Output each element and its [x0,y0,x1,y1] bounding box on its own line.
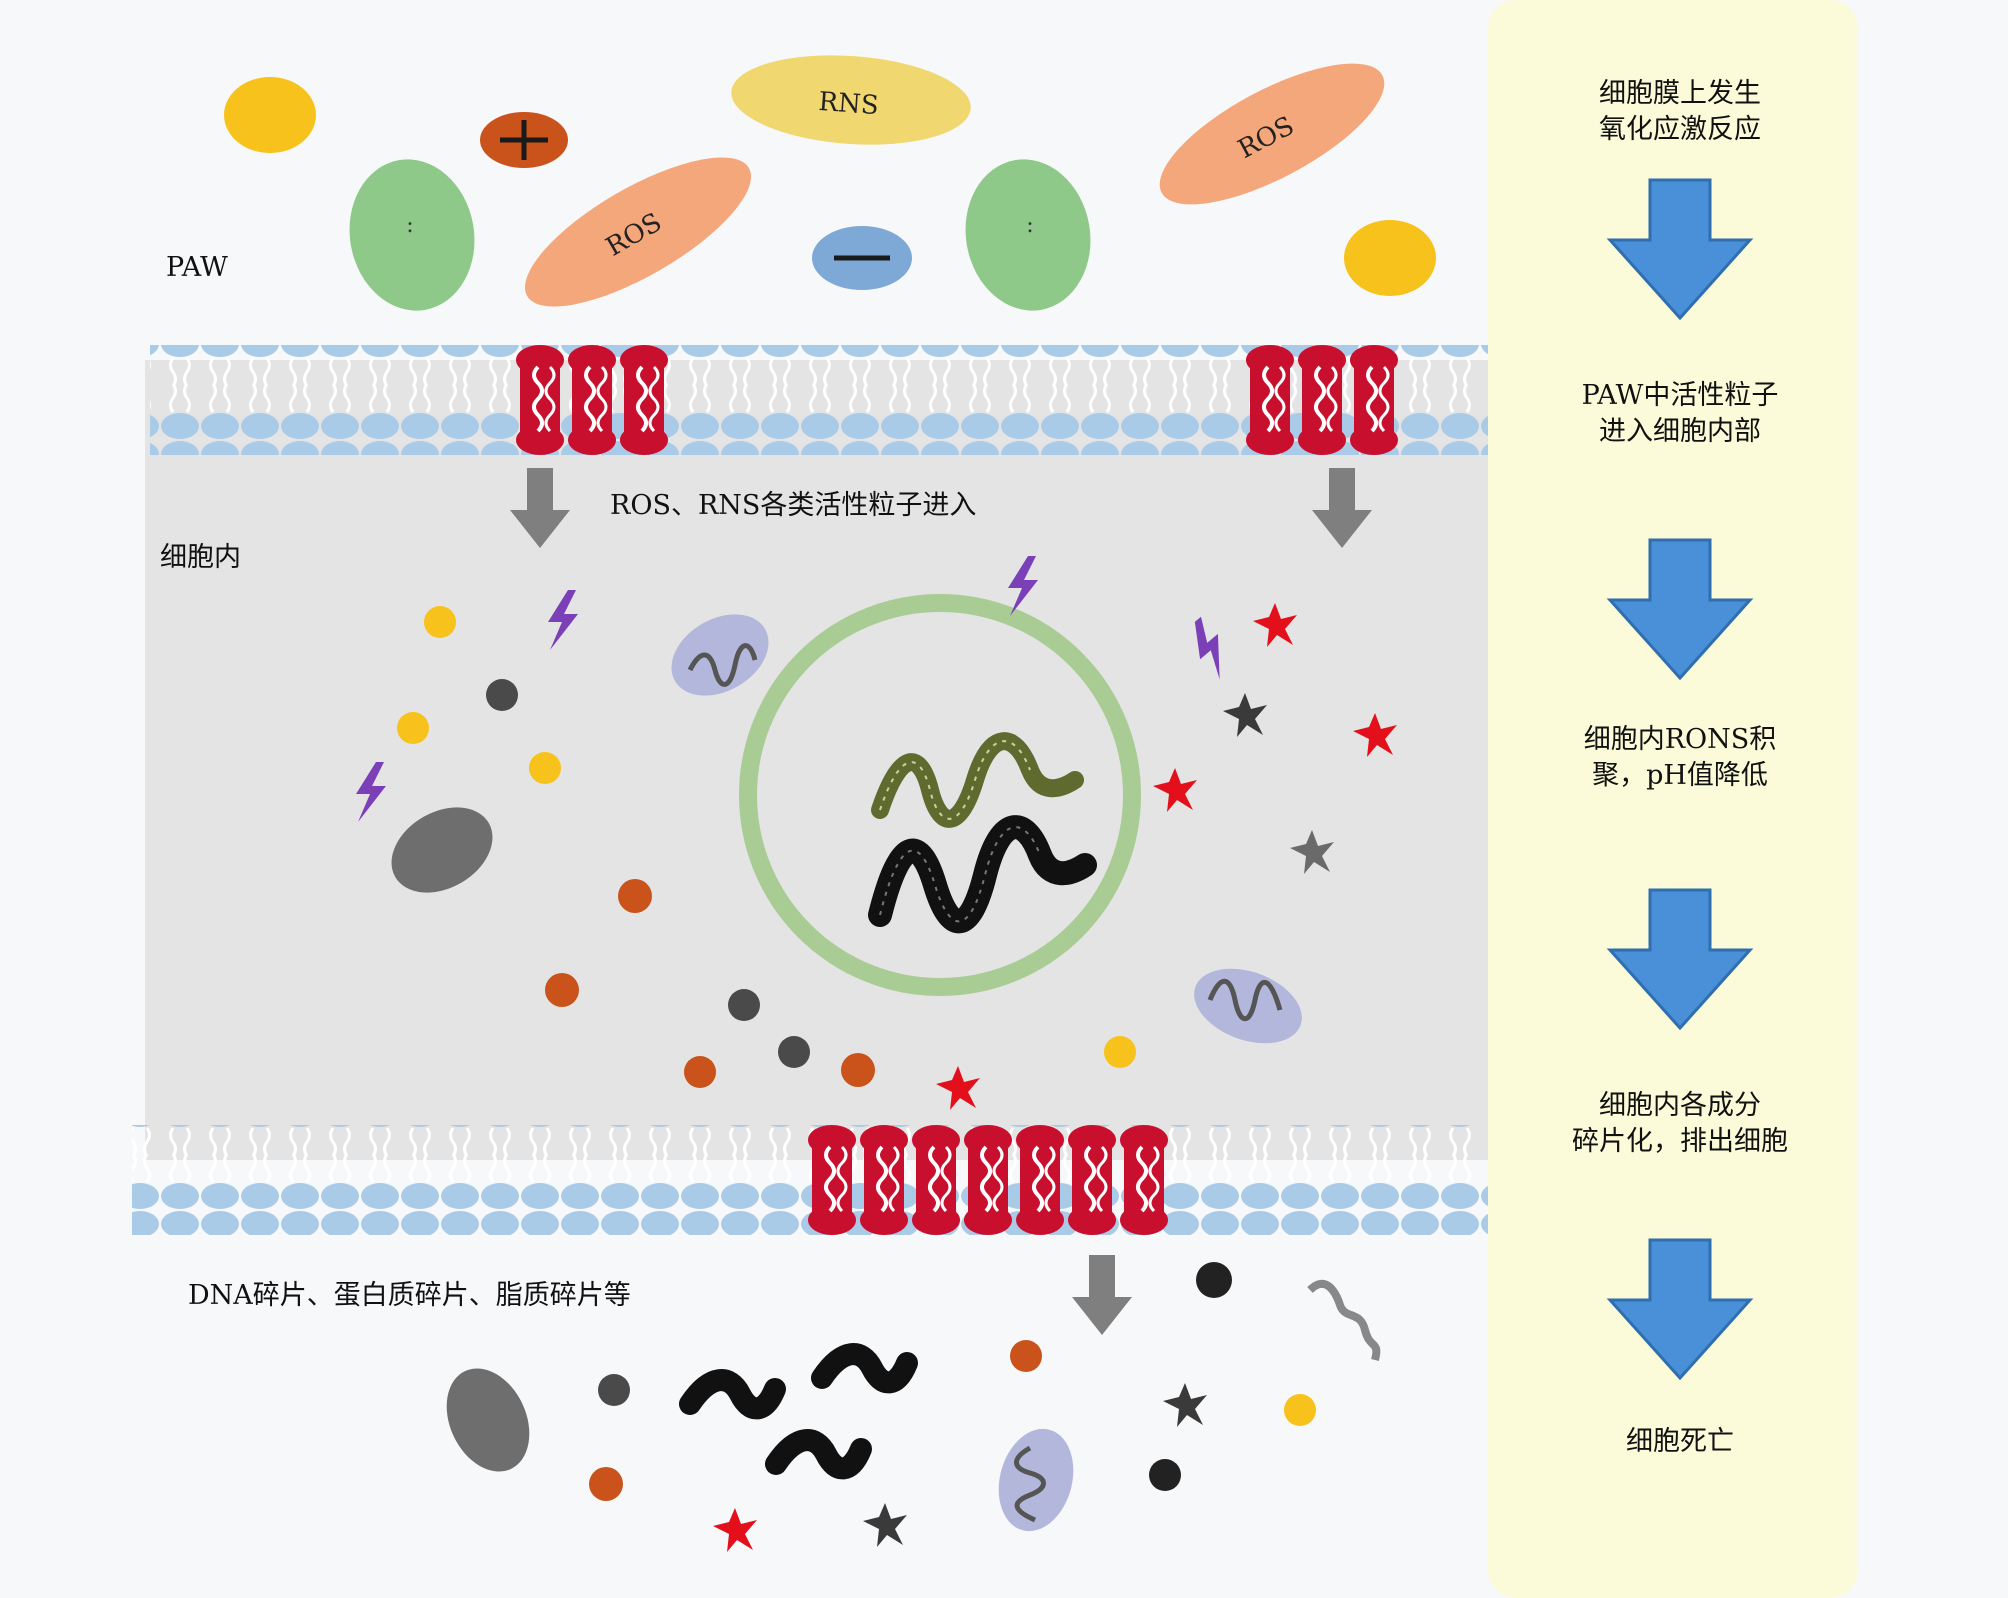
process-step-2: PAW中活性粒子 进入细胞内部 [1581,380,1779,447]
damaged-protein-icon [713,1508,757,1552]
dna-fragment [765,1429,872,1480]
process-sidebar [1488,0,1858,1598]
exit-arrow-icon [1072,1255,1132,1335]
protein-icon [1163,1383,1207,1427]
positive-ion-icon [480,112,568,168]
rns-particle [731,55,971,145]
organelle [446,1368,530,1472]
lower-cell-membrane [132,1123,1488,1237]
radical-particle [349,159,475,311]
svg-text::: : [406,213,413,238]
membrane-channel [1244,343,1400,457]
fragments-caption: DNA碎片、蛋白质碎片、脂质碎片等 [188,1280,631,1311]
intracellular-particles [356,556,1397,1110]
mitochondria [1194,968,1302,1044]
entry-caption: ROS、RNS各类活性粒子进入 [610,490,977,521]
mitochondria [671,614,769,696]
cell-debris [446,1262,1381,1552]
dna-fragment [679,1369,786,1420]
rns-label: RNS [818,87,880,121]
process-step-1: 细胞膜上发生 氧化应激反应 [1599,78,1761,145]
lipid-fragment [1307,1279,1381,1361]
negative-ion-icon [812,226,912,290]
svg-text::: : [1026,213,1033,238]
process-step-3: 细胞内RONS积 聚，pH值降低 [1583,724,1777,791]
process-step-5: 细胞死亡 [1626,1426,1734,1457]
paw-label: PAW [166,252,228,283]
protein-icon [863,1503,907,1547]
mitochondria [998,1428,1074,1532]
ros-particle [1159,63,1385,205]
cell-interior [145,360,1488,1160]
membrane-channel [514,343,670,457]
process-step-4: 细胞内各成分 碎片化，排出细胞 [1572,1090,1788,1157]
paw-particles: : : [224,55,1436,311]
organelle [391,807,493,893]
nucleus [739,594,1141,996]
ros-particle [524,157,752,307]
intracellular-label: 细胞内 [160,542,241,573]
radical-particle [965,159,1091,311]
upper-cell-membrane [150,343,1488,457]
dna-strand [868,815,1097,934]
dna-fragment [811,1343,918,1394]
